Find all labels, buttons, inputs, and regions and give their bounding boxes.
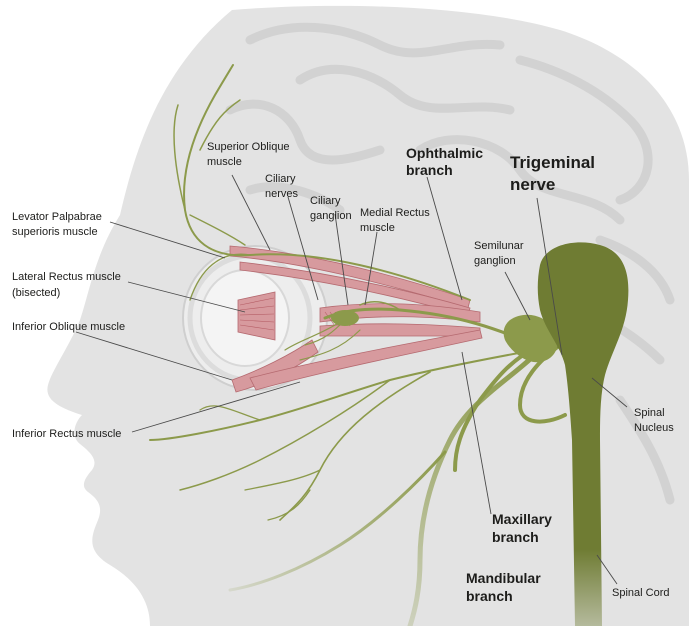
label-spinal-cord: Spinal Cord <box>612 587 669 599</box>
label-semilunar-line2: ganglion <box>474 255 516 267</box>
label-trigeminal-line2: nerve <box>510 175 555 194</box>
label-maxillary-line2: branch <box>492 529 539 545</box>
label-trigeminal-line1: Trigeminal <box>510 153 595 172</box>
label-medial-rectus-line1: Medial Rectus <box>360 207 430 219</box>
label-lateral-rectus-line2: (bisected) <box>12 287 60 299</box>
lateral-rectus-muscle <box>238 292 275 340</box>
label-spinal-nucleus-line1: Spinal <box>634 407 665 419</box>
label-inferior-oblique: Inferior Oblique muscle <box>12 321 125 333</box>
label-semilunar-line1: Semilunar <box>474 240 524 252</box>
label-mandibular-line2: branch <box>466 588 513 604</box>
label-levator-line1: Levator Palpabrae <box>12 211 102 223</box>
label-levator-line2: superioris muscle <box>12 226 98 238</box>
label-mandibular-line1: Mandibular <box>466 570 541 586</box>
label-ophthalmic-line2: branch <box>406 162 453 178</box>
label-inferior-rectus: Inferior Rectus muscle <box>12 428 121 440</box>
label-lateral-rectus-line1: Lateral Rectus muscle <box>12 271 121 283</box>
label-ciliary-nerves-line1: Ciliary <box>265 173 296 185</box>
label-maxillary-line1: Maxillary <box>492 511 552 527</box>
label-superior-oblique-line2: muscle <box>207 156 242 168</box>
label-superior-oblique-line1: Superior Oblique <box>207 141 290 153</box>
label-medial-rectus-line2: muscle <box>360 222 395 234</box>
label-ciliary-ganglion-line1: Ciliary <box>310 195 341 207</box>
label-spinal-nucleus-line2: Nucleus <box>634 422 674 434</box>
label-ciliary-ganglion-line2: ganglion <box>310 210 352 222</box>
label-ophthalmic-line1: Ophthalmic <box>406 145 483 161</box>
label-ciliary-nerves-line2: nerves <box>265 188 299 200</box>
